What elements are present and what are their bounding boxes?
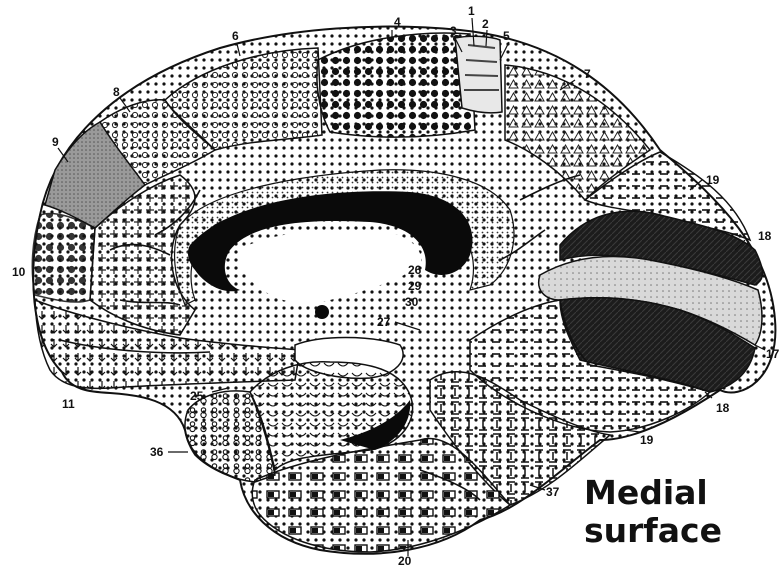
caption-line-1: Medial	[584, 474, 722, 512]
area-label-8: 8	[113, 85, 120, 99]
area-label-6: 6	[232, 29, 239, 43]
area-label-30: 30	[405, 295, 419, 309]
caption-line-2: surface	[584, 512, 722, 550]
area-label-3: 3	[450, 24, 457, 38]
area-label-26: 26	[408, 263, 422, 277]
area-label-9: 9	[52, 135, 59, 149]
area-label-19-upper: 19	[706, 173, 720, 187]
area-label-10: 10	[12, 265, 26, 279]
area-label-27: 27	[377, 315, 391, 329]
area-label-11: 11	[62, 397, 75, 411]
anterior-commissure	[315, 305, 329, 319]
area-label-18-upper: 18	[758, 229, 772, 243]
area-label-29: 29	[408, 279, 422, 293]
area-label-2: 2	[482, 17, 489, 31]
figure-caption: Medial surface	[584, 474, 722, 550]
area-label-4: 4	[394, 15, 401, 29]
area-label-25: 25	[190, 389, 204, 403]
area-label-36: 36	[150, 445, 164, 459]
area-label-5: 5	[503, 29, 510, 43]
area-10-region	[32, 213, 95, 302]
area-label-18-lower: 18	[716, 401, 730, 415]
area-label-37: 37	[546, 485, 560, 499]
area-label-19-lower: 19	[640, 433, 654, 447]
area-label-20: 20	[398, 554, 412, 568]
area-label-1: 1	[468, 4, 475, 18]
area-label-7: 7	[584, 67, 591, 81]
area-label-17: 17	[766, 347, 780, 361]
